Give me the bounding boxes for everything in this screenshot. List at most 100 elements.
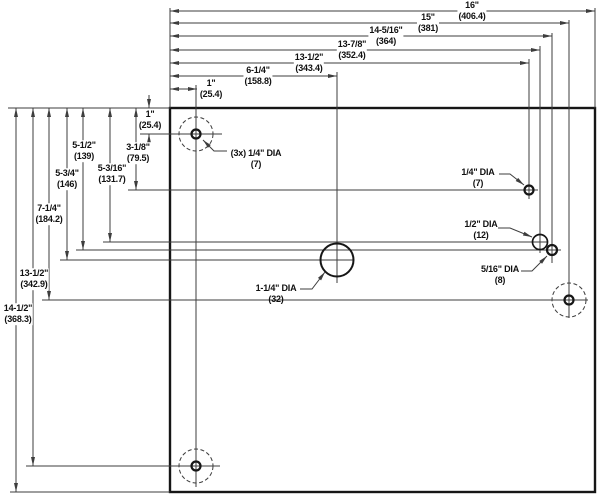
dim-top-16-label-mm: (406.4) — [458, 11, 486, 21]
label-quarter-dia-mm: (7) — [472, 178, 484, 188]
dim-top-13-7-8-arrow-right — [531, 48, 540, 52]
dim-left-1-label-inches: 1" — [145, 109, 155, 120]
dim-top-6-1-4-label-mm: (158.8) — [244, 76, 272, 86]
dim-top-13-7-8-arrow-left — [170, 48, 179, 52]
dim-top-14-5-16-label-inches: 14-5/16" — [369, 25, 403, 36]
dim-left-1-arrow-bottom — [147, 134, 151, 143]
dim-left-5-1-2-label: 5-1/2"(139) — [71, 140, 97, 162]
label-1-1-4-dia: 1-1/4" DIA(32) — [256, 283, 297, 305]
label-five-sixteenth-dia-mm: (8) — [494, 275, 506, 285]
label-quarter-dia-inches: 1/4" DIA — [461, 167, 495, 178]
dim-top-16-label: 16"(406.4) — [457, 0, 487, 22]
dim-top-6-1-4-arrow-right — [328, 74, 337, 78]
dim-left-3-1-8-arrow-top — [134, 108, 138, 117]
dim-top-16-arrow-left — [170, 9, 179, 13]
dim-left-5-3-4-arrow-top — [65, 108, 69, 117]
dim-left-5-3-4-arrow-bottom — [65, 251, 69, 260]
dim-left-3-1-8-label: 3-1/8"(79.5) — [125, 142, 151, 164]
label-3x-quarter-dia-mm: (7) — [250, 159, 262, 169]
dim-left-1-arrow-top — [147, 99, 151, 108]
dim-left-7-1-4-arrow-top — [47, 108, 51, 117]
label-half-dia-mm: (12) — [473, 230, 489, 240]
dim-left-3-1-8-label-mm: (79.5) — [126, 153, 150, 163]
dim-left-14-1-2-arrow-top — [14, 108, 18, 117]
dim-top-1-arrow-right — [188, 87, 197, 91]
dim-left-7-1-4-label-mm: (184.2) — [35, 214, 63, 224]
dim-top-15-label-inches: 15" — [421, 12, 435, 23]
dim-top-6-1-4-label-inches: 6-1/4" — [246, 65, 270, 76]
dim-left-5-1-2-arrow-top — [81, 108, 85, 117]
hole-five-sixteenth-inch — [545, 243, 559, 257]
dim-top-1-label-inches: 1" — [206, 78, 216, 89]
dim-left-5-3-16-arrow-bottom — [108, 233, 112, 242]
dim-top-6-1-4-label: 6-1/4"(158.8) — [243, 65, 273, 87]
dim-left-13-1-2-arrow-bottom — [31, 457, 35, 466]
dim-top-13-7-8-label: 13-7/8"(352.4) — [336, 39, 368, 61]
dim-left-5-3-16-arrow-top — [108, 108, 112, 117]
dim-top-16-arrow-right — [586, 9, 595, 13]
hole-half-inch — [531, 233, 549, 251]
dim-left-5-3-4-label-mm: (146) — [56, 179, 77, 189]
dim-top-13-1-2-arrow-right — [520, 61, 529, 65]
label-five-sixteenth-dia-inches: 5/16" DIA — [481, 264, 519, 275]
corner-hole-top-left-dashed-circle — [178, 116, 214, 152]
dim-left-7-1-4-label: 7-1/4"(184.2) — [34, 203, 64, 225]
dim-top-14-5-16-arrow-right — [543, 34, 552, 38]
leader-1-1-4-dia — [300, 271, 326, 290]
dim-top-14-5-16-arrow-left — [170, 34, 179, 38]
dim-left-14-1-2-label: 14-1/2"(368.3) — [2, 303, 34, 325]
dim-top-13-1-2-label-mm: (343.4) — [295, 63, 323, 73]
corner-hole-top-left — [190, 128, 202, 140]
dim-top-16-label-inches: 16" — [465, 0, 479, 11]
label-3x-quarter-dia-inches: (3x) 1/4" DIA — [230, 148, 282, 159]
dim-top-15-arrow-left — [170, 21, 179, 25]
dim-left-13-1-2-label-inches: 13-1/2" — [19, 268, 49, 279]
dim-left-5-1-2-label-inches: 5-1/2" — [72, 140, 96, 151]
dim-top-14-5-16-label: 14-5/16"(364) — [368, 25, 404, 47]
leader-five-sixteenth-dia — [521, 255, 548, 272]
label-quarter-dia: 1/4" DIA(7) — [461, 167, 494, 189]
label-half-dia-inches: 1/2" DIA — [464, 219, 498, 230]
corner-hole-bottom-left — [190, 460, 202, 472]
label-1-1-4-dia-inches: 1-1/4" DIA — [255, 283, 297, 294]
dim-top-6-1-4-arrow-left — [170, 74, 179, 78]
dim-left-14-1-2-label-mm: (368.3) — [4, 314, 32, 324]
dim-top-1-arrow-left — [170, 87, 179, 91]
hole-center-1-1-4-inch — [319, 242, 355, 278]
dim-left-5-3-16-label-mm: (131.7) — [98, 174, 126, 184]
dim-top-13-1-2-label-inches: 13-1/2" — [294, 52, 324, 63]
dim-top-15-label-mm: (381) — [417, 23, 439, 33]
hole-quarter-inch-right — [523, 184, 535, 196]
label-half-dia: 1/2" DIA(12) — [464, 219, 497, 241]
corner-hole-bottom-right-dashed-circle — [551, 282, 587, 318]
dim-top-13-1-2-label: 13-1/2"(343.4) — [293, 52, 325, 74]
dim-left-7-1-4-label-inches: 7-1/4" — [37, 203, 61, 214]
dim-top-15-arrow-right — [560, 21, 569, 25]
corner-hole-bottom-right — [563, 294, 575, 306]
leader-quarter-dia-arrowhead — [515, 177, 524, 185]
dim-top-14-5-16-label-mm: (364) — [375, 36, 397, 46]
dim-left-14-1-2-label-inches: 14-1/2" — [3, 303, 33, 314]
dim-left-5-3-16-label-inches: 5-3/16" — [97, 163, 127, 174]
dim-top-13-1-2-arrow-left — [170, 61, 179, 65]
dim-left-3-1-8-arrow-bottom — [134, 181, 138, 190]
dim-left-5-3-4-label: 5-3/4"(146) — [54, 168, 80, 190]
dim-top-13-7-8-label-mm: (352.4) — [338, 50, 366, 60]
corner-hole-bottom-left-dashed-circle — [178, 448, 214, 484]
dim-left-3-1-8-label-inches: 3-1/8" — [126, 142, 150, 153]
leader-3x-quarter-dia-arrowhead — [203, 140, 211, 148]
dim-left-13-1-2-arrow-top — [31, 108, 35, 117]
dim-left-13-1-2-label-mm: (342.9) — [20, 279, 48, 289]
dim-left-1-label: 1"(25.4) — [137, 109, 163, 131]
leader-half-dia-arrowhead — [522, 231, 532, 237]
dim-left-5-1-2-arrow-bottom — [81, 241, 85, 250]
label-1-1-4-dia-mm: (32) — [268, 294, 284, 304]
leader-1-1-4-dia-arrowhead — [317, 272, 325, 281]
dim-left-1-label-mm: (25.4) — [138, 120, 162, 130]
dim-left-5-3-16-label: 5-3/16"(131.7) — [96, 163, 128, 185]
dim-top-15-label: 15"(381) — [416, 12, 440, 34]
dim-top-1-label: 1"(25.4) — [198, 78, 224, 100]
leader-five-sixteenth-dia-arrowhead — [539, 256, 547, 264]
label-five-sixteenth-dia: 5/16" DIA(8) — [481, 264, 519, 286]
